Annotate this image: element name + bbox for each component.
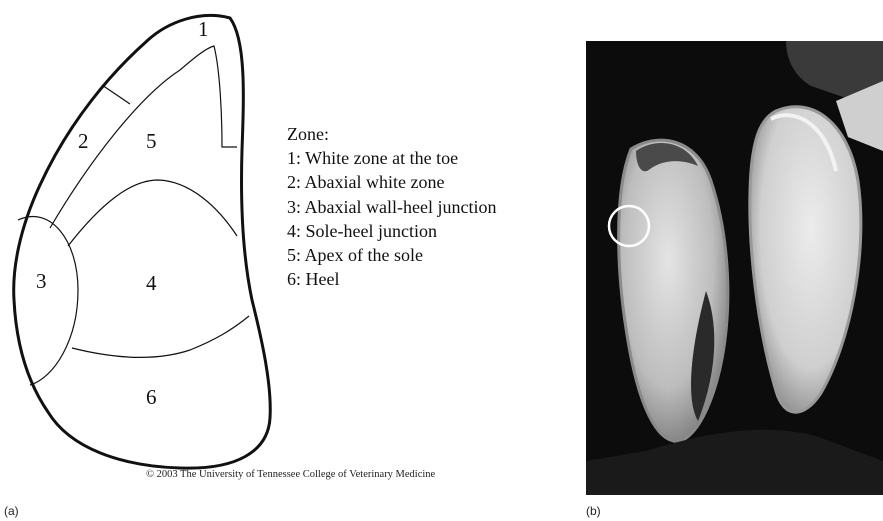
legend-item: 6: Heel [287,267,496,291]
zone-4-6-boundary [72,316,249,357]
zone-number-3: 3 [36,269,47,293]
hoof-sole-photo [586,41,883,495]
hoof-photo-illustration [586,41,883,495]
zone-4-5-boundary [68,180,237,246]
panel-label-b: (b) [586,504,601,518]
legend-item: 4: Sole-heel junction [287,219,496,243]
claw-outline [14,15,271,468]
zone-1-2-divider [102,85,130,104]
legend-item: 1: White zone at the toe [287,146,496,170]
legend-title: Zone: [287,122,496,146]
zone-number-5: 5 [146,129,157,153]
copyright-notice: © 2003 The University of Tennessee Colle… [146,469,435,480]
panel-label-a: (a) [4,504,19,518]
zone-legend: Zone: 1: White zone at the toe 2: Abaxia… [287,122,496,291]
zone-number-4: 4 [146,271,157,295]
legend-item: 5: Apex of the sole [287,243,496,267]
zone-3-boundary [18,216,78,385]
zone-number-1: 1 [198,17,209,41]
zone-number-2: 2 [78,129,89,153]
zone-number-6: 6 [146,385,157,409]
legend-item: 2: Abaxial white zone [287,170,496,194]
legend-item: 3: Abaxial wall-heel junction [287,195,496,219]
